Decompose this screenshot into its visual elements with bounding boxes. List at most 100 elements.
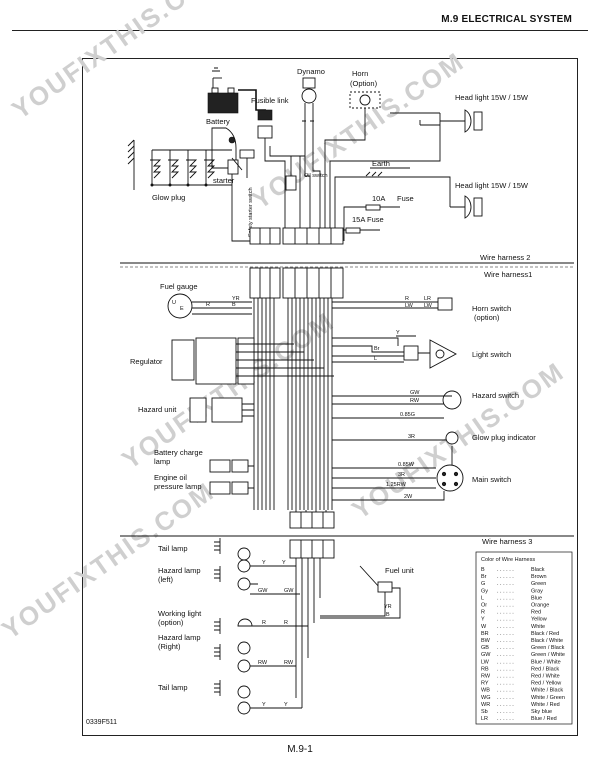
- legend-code: Sb: [481, 709, 488, 715]
- legend-dots: . . . . . .: [497, 638, 514, 644]
- fusible-link-label: Fusible link: [251, 96, 289, 105]
- legend-code: BW: [481, 638, 491, 644]
- legend-code: RY: [481, 681, 489, 687]
- legend-dots: . . . . . .: [497, 659, 514, 665]
- page-number: M.9-1: [287, 744, 313, 755]
- wire-label: 0.85G: [400, 412, 415, 418]
- legend-code: G: [481, 581, 485, 587]
- wire-label: R: [206, 302, 210, 308]
- wire-label: YR: [232, 296, 240, 302]
- head-light-2-label: Head light 15W / 15W: [455, 181, 529, 190]
- legend-dots: . . . . . .: [497, 574, 514, 580]
- legend-dots: . . . . . .: [497, 617, 514, 623]
- legend-dots: . . . . . .: [497, 567, 514, 573]
- legend-dots: . . . . . .: [497, 603, 514, 609]
- watermark: YOUFIXTHIS.COM: [0, 476, 220, 645]
- wire-label: 0.85W: [398, 462, 415, 468]
- legend-code: Or: [481, 603, 487, 609]
- wire-harness-1-label: Wire harness1: [484, 270, 532, 279]
- battery-charge-lamp-label: lamp: [154, 457, 170, 466]
- tail-lamp-top-label: Tail lamp: [158, 544, 188, 553]
- legend-dots: . . . . . .: [497, 652, 514, 658]
- legend-code: Br: [481, 574, 487, 580]
- wire-label: 2W: [404, 494, 413, 500]
- fuel-unit-label: Fuel unit: [385, 566, 415, 575]
- legend-code: LR: [481, 716, 488, 722]
- legend-color: Red: [531, 610, 541, 616]
- working-light-label: Working light: [158, 609, 202, 618]
- diagram-frame: [82, 58, 578, 736]
- wire-label: RW: [284, 660, 294, 666]
- legend-code: RB: [481, 666, 489, 672]
- battery-icon: [207, 67, 239, 114]
- hazard-unit-icon: [189, 397, 254, 423]
- wire-label: Br: [374, 346, 380, 352]
- legend-color: Blue / Red: [531, 716, 557, 722]
- wire-label: B: [232, 302, 236, 308]
- glow-plug-icon: [127, 139, 232, 190]
- horn-option-label: (Option): [350, 79, 378, 88]
- horn-label: Horn: [352, 69, 368, 78]
- legend-color: Red / Yellow: [531, 681, 561, 687]
- battery-label: Battery: [206, 117, 230, 126]
- light-switch-label: Light switch: [472, 350, 511, 359]
- legend-color: Black: [531, 567, 545, 573]
- figure-code: 0339F511: [86, 719, 118, 726]
- hazard-switch-label: Hazard switch: [472, 391, 519, 400]
- legend-color: Red / Black: [531, 666, 559, 672]
- horn-switch-icon: [332, 297, 453, 311]
- fuel-gauge-label: Fuel gauge: [160, 282, 198, 291]
- regulator-label: Regulator: [130, 357, 163, 366]
- tail-lamp-icon: [214, 538, 251, 561]
- wire-label: Y: [284, 702, 288, 708]
- wire-label: 3R: [398, 472, 405, 478]
- glow-plug-indicator-icon: [332, 431, 459, 445]
- regulator-icon: [171, 337, 334, 385]
- harness-3-connector: [289, 510, 335, 559]
- legend-code: Y: [481, 617, 485, 623]
- horn-switch-option-label: (option): [474, 313, 500, 322]
- legend-color: Green / Black: [531, 645, 565, 651]
- tail-lamp-bottom-label: Tail lamp: [158, 683, 188, 692]
- legend-code: GW: [481, 652, 491, 658]
- dynamo-label: Dynamo: [297, 67, 325, 76]
- wire-label: 1.25RW: [386, 482, 407, 488]
- horn-switch-label: Horn switch: [472, 304, 511, 313]
- legend-dots: . . . . . .: [497, 681, 514, 687]
- legend-code: BR: [481, 631, 489, 637]
- harness-1-connector: [249, 267, 344, 299]
- earth-label: Earth: [372, 159, 390, 168]
- wire-label: R: [262, 620, 266, 626]
- engine-oil-lamp-label: Engine oil: [154, 473, 187, 482]
- legend-dots: . . . . . .: [497, 581, 514, 587]
- fuse-15a-label: 15A Fuse: [352, 215, 384, 224]
- hazard-lamp-left-label: (left): [158, 575, 174, 584]
- hazard-lamp-icon: [214, 559, 296, 591]
- legend-code: WR: [481, 702, 490, 708]
- head-light-1-label: Head light 15W / 15W: [455, 93, 529, 102]
- legend-code: W: [481, 624, 487, 630]
- wire-label: Y: [262, 702, 266, 708]
- legend-code: WG: [481, 695, 490, 701]
- legend-dots: . . . . . .: [497, 610, 514, 616]
- legend-color: Green: [531, 581, 546, 587]
- legend-color: Orange: [531, 603, 549, 609]
- wire-label: LW: [424, 303, 433, 309]
- legend-dots: . . . . . .: [497, 595, 514, 601]
- svg-text:E: E: [180, 306, 184, 312]
- wire-harness-2-label: Wire harness 2: [480, 253, 530, 262]
- legend-code: Gy: [481, 588, 488, 594]
- legend-color: Blue / White: [531, 659, 561, 665]
- legend-color: Red / White: [531, 674, 560, 680]
- starter-icon: [211, 127, 243, 175]
- watermark: YOUFIXTHIS.COM: [6, 0, 230, 125]
- legend-color: Yellow: [531, 617, 547, 623]
- fuse-10a-label: 10A: [372, 194, 385, 203]
- earth-icon: [365, 167, 410, 177]
- working-light-icon: [214, 618, 308, 634]
- main-switch-label: Main switch: [472, 475, 511, 484]
- wire-label: L: [374, 356, 377, 362]
- legend-code: RW: [481, 674, 491, 680]
- legend-dots: . . . . . .: [497, 702, 514, 708]
- glow-plug-label: Glow plug: [152, 193, 185, 202]
